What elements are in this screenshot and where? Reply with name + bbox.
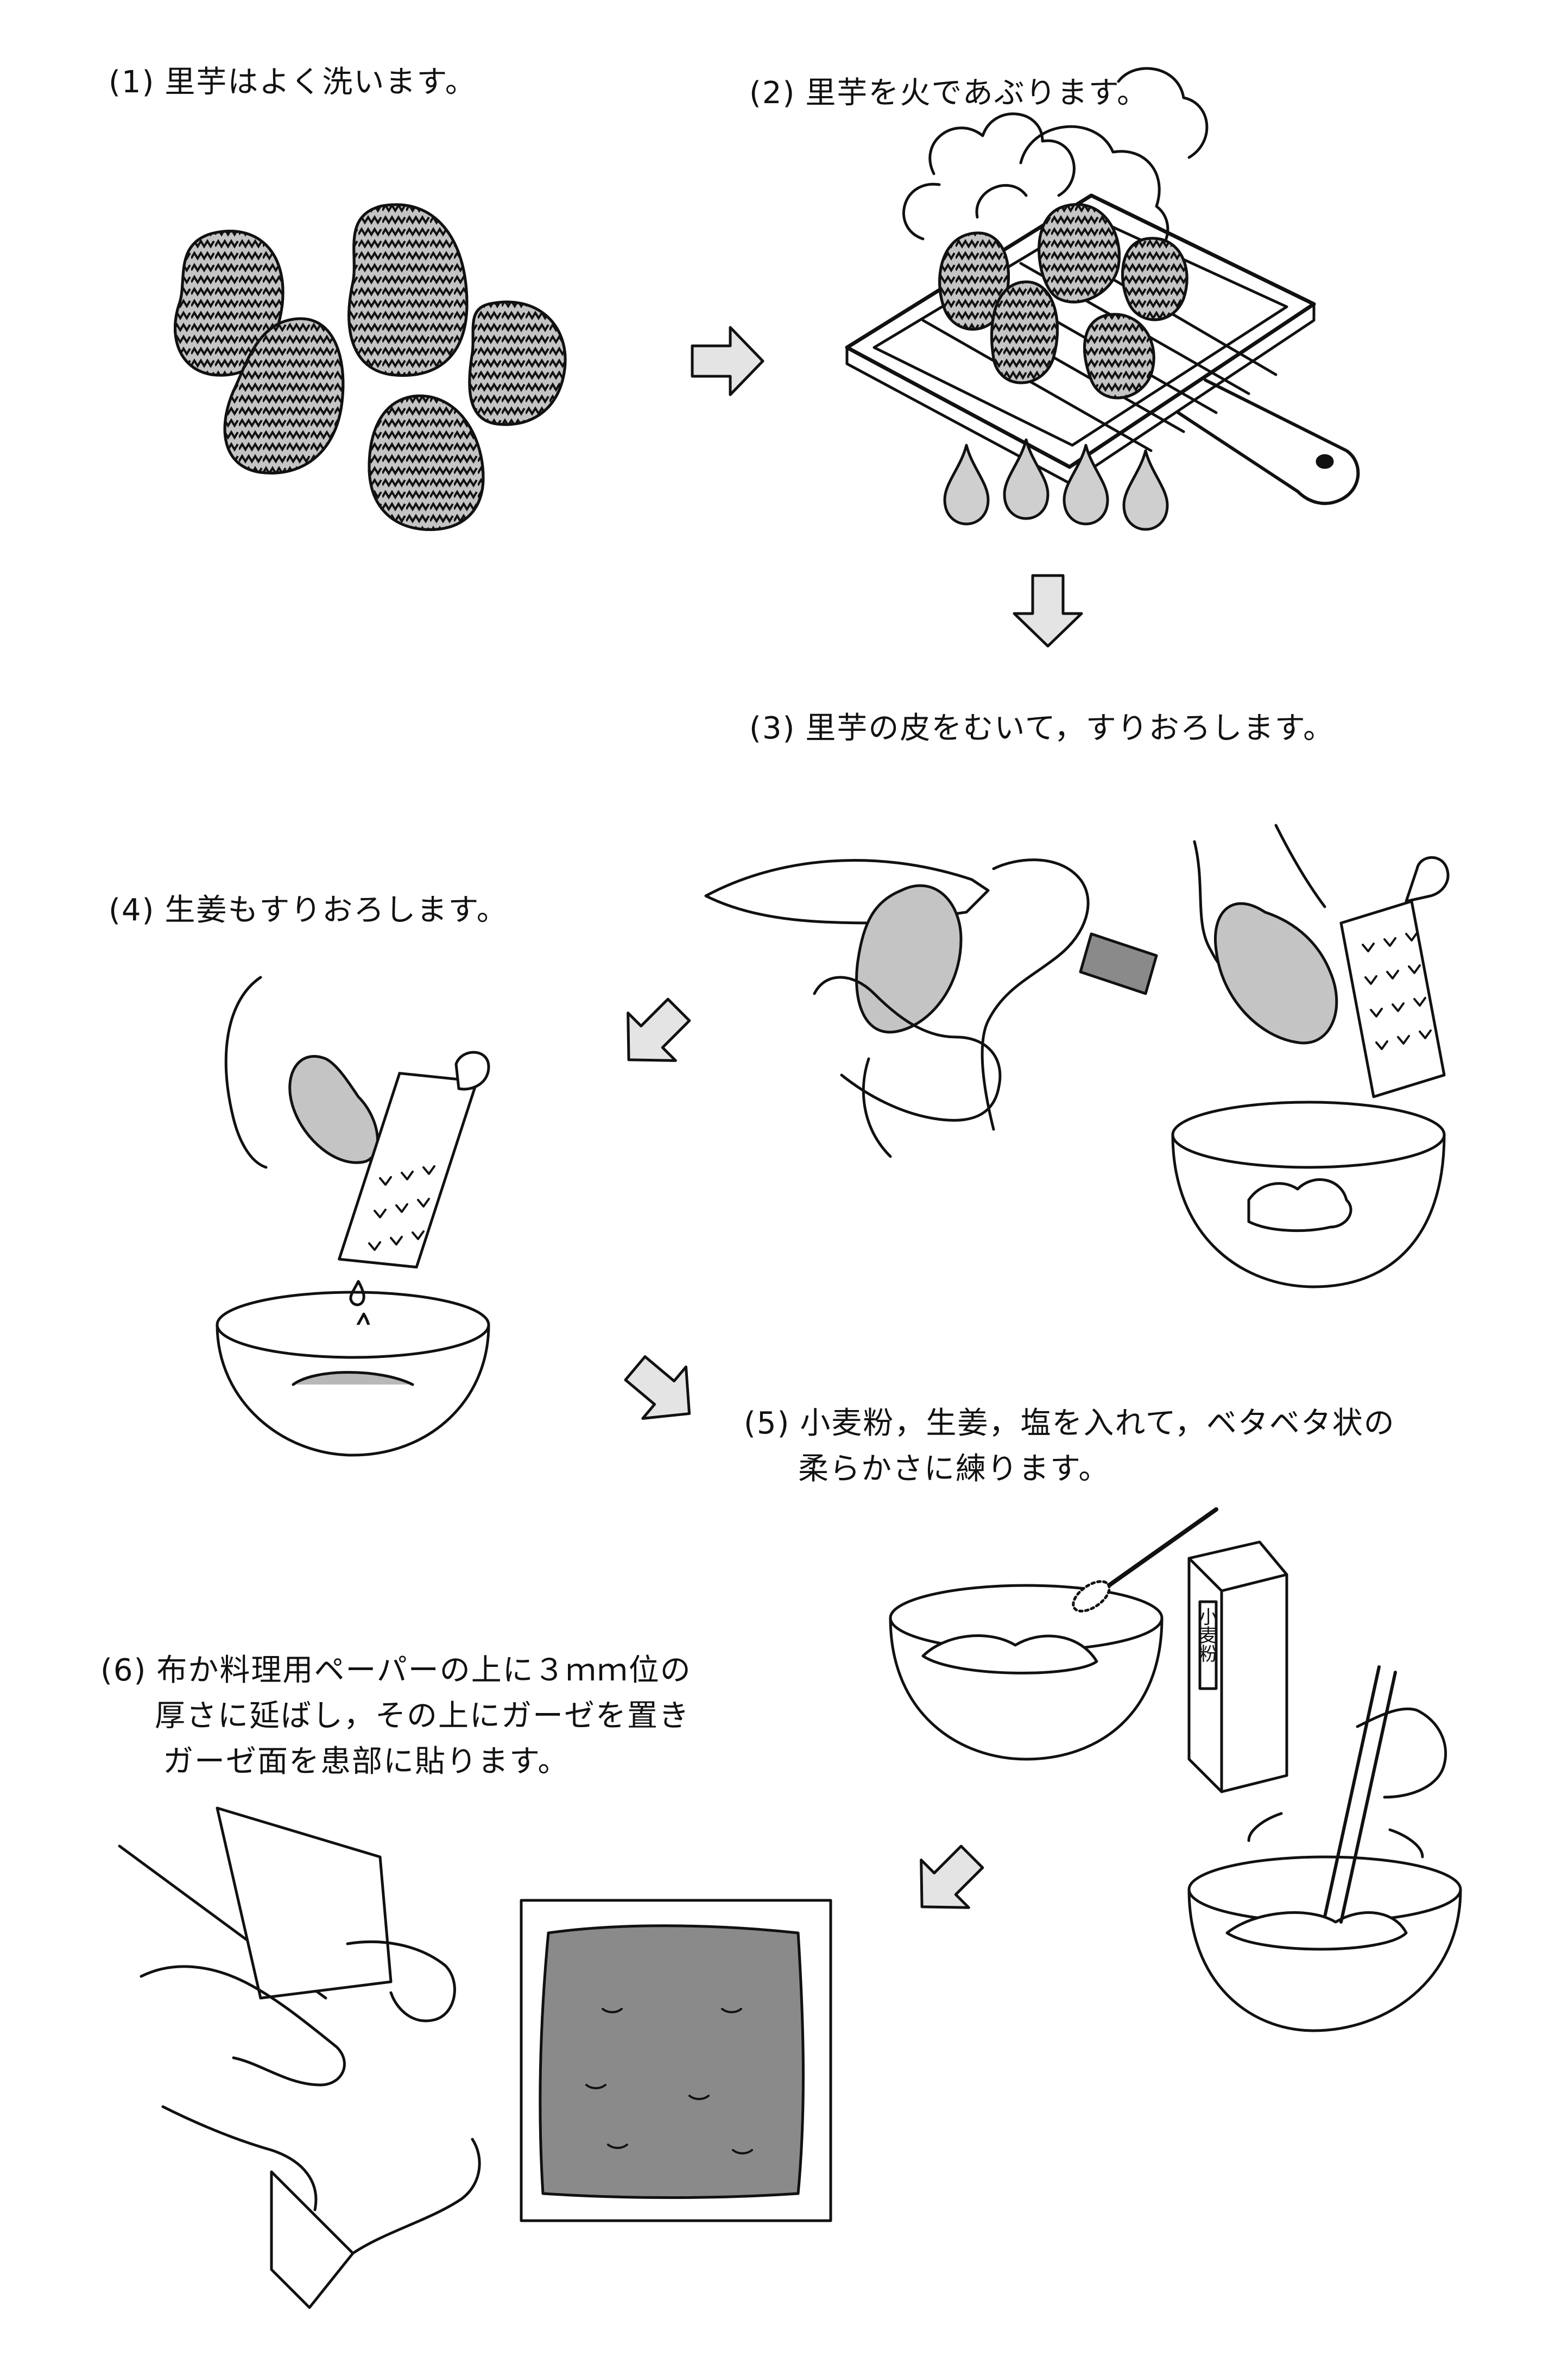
arrow-step2-to-step3 (1014, 576, 1082, 646)
taro-potato-5 (368, 394, 485, 532)
step-4-label: (4) 生姜もすりおろします。 (109, 888, 508, 933)
mixing-hand (1356, 1707, 1447, 1799)
flour-bag (1187, 1540, 1288, 1793)
applying-scene (118, 1806, 832, 2309)
step-3-label: (3) 里芋の皮をむいて，すりおろします。 (749, 706, 1335, 751)
step-6-label: (6) 布か料理用ペーパーの上に３ｍｍ位の 厚さに延ばし，その上にガーゼを置き ガ… (100, 1648, 692, 1785)
peeling-scene (704, 858, 1158, 1158)
ginger (288, 1055, 379, 1164)
step-5-text-line-2: 柔らかさに練ります。 (798, 1451, 1110, 1487)
arrow-step1-to-step2 (692, 327, 763, 395)
flour-bag-label-box (1198, 1600, 1218, 1690)
grater (1339, 900, 1446, 1098)
step-5-label: (5) 小麦粉，生姜，塩を入れて，ベタベタ状の 柔らかさに練ります。 (744, 1401, 1395, 1492)
step-2-label: (2)里芋を火であぶります。 (749, 71, 1148, 116)
step-6-text-line-3: ガーゼ面を患部に貼ります。 (163, 1744, 570, 1779)
hand-1 (140, 1965, 346, 2087)
grating-ginger-scene (216, 976, 490, 1457)
step-3-number: (3) (749, 711, 796, 746)
step-3-text: 里芋の皮をむいて，すりおろします。 (805, 711, 1335, 746)
step-5-text-line-1: 小麦粉，生姜，塩を入れて，ベタベタ状の (800, 1406, 1395, 1441)
step-2-number: (2) (749, 75, 796, 111)
foot-wrap (270, 2170, 355, 2309)
step-4-text: 生姜もすりおろします。 (165, 893, 508, 928)
gas-flames (943, 438, 1169, 531)
knife-handle (1079, 932, 1158, 995)
grilled-taro (938, 203, 1188, 400)
taro-being-grated (1214, 902, 1338, 1045)
arrow-step3-to-step4 (605, 986, 703, 1084)
step-5-number: (5) (744, 1406, 791, 1441)
hand-2 (346, 1940, 456, 2023)
flour-bag-label: 小麦粉 (1196, 1607, 1217, 1663)
step-2-text: 里芋を火であぶります。 (805, 75, 1149, 111)
step-6-text-line-2: 厚さに延ばし，その上にガーゼを置き (155, 1698, 690, 1734)
chopsticks (1323, 1665, 1397, 1924)
step-1-number: (1) (109, 65, 155, 100)
taro-potato-2 (347, 203, 469, 377)
step-4-number: (4) (109, 893, 155, 928)
smoke-cloud (902, 67, 1209, 262)
arrow-step4-to-step5 (614, 1343, 711, 1440)
step-1-label: (1) 里芋はよく洗います。 (109, 60, 477, 105)
taro-potatoes-group (174, 203, 567, 532)
taro-potato-3 (223, 317, 345, 475)
taro-potato-4 (468, 300, 567, 426)
left-hand (813, 976, 1002, 1122)
step-6-text-line-1: 布か料理用ペーパーの上に３ｍｍ位の (156, 1653, 692, 1688)
step-1-text: 里芋はよく洗います。 (165, 65, 477, 100)
taro-potato-1 (174, 230, 284, 377)
poultice-paste (539, 1924, 805, 2199)
right-hand (981, 858, 1090, 1131)
gauze-cloth (216, 1806, 393, 2000)
bowl-step4 (216, 1323, 490, 1457)
peeled-taro (855, 884, 963, 1034)
grating-taro-scene (1171, 824, 1450, 1288)
grater-step4 (338, 1072, 478, 1269)
leg (351, 2138, 481, 2255)
step-6-number: (6) (100, 1653, 147, 1688)
hand-left (224, 976, 268, 1169)
mixing-scene (889, 1507, 1462, 2032)
grilling-scene (845, 67, 1360, 531)
arrow-step5-to-step6 (898, 1833, 996, 1931)
